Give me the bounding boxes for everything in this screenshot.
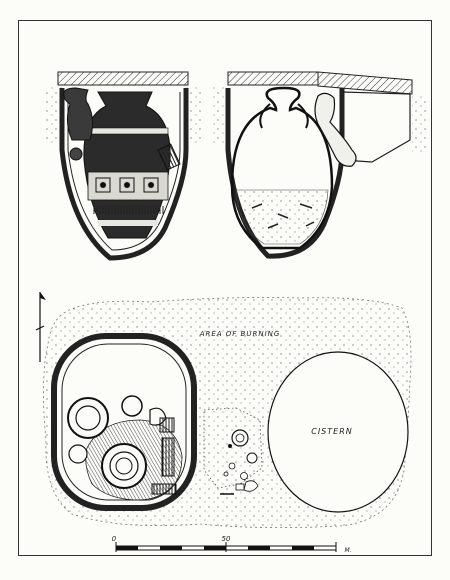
empty-amphora: [230, 86, 334, 250]
pit-wall-right: [225, 88, 345, 259]
north-arrow-icon: [35, 292, 46, 362]
grave-goods: [67, 395, 183, 501]
pit-wall-left: [59, 88, 189, 261]
soil-left-outer: [44, 85, 62, 145]
scale-unit-label: M.: [344, 547, 351, 554]
side-niche: [341, 91, 411, 163]
scale-mid-label: 50: [222, 535, 231, 543]
soil-right-far: [412, 94, 428, 154]
box-plan: [161, 437, 175, 477]
cap-slab-right-1: [227, 71, 319, 86]
small-jug: [63, 87, 94, 141]
cap-slab-right-2: [317, 71, 413, 95]
section-left-grave: [44, 71, 202, 261]
dotted-boundary: [203, 407, 263, 489]
scale-bar: 0 50 M.: [112, 535, 352, 554]
small-bowl: [68, 444, 88, 464]
ash-fill: [235, 189, 329, 245]
cup-large: [67, 397, 109, 439]
tilted-box: [157, 143, 181, 171]
scattered-finds: [220, 429, 259, 495]
cup-small: [121, 395, 143, 417]
plan-view: AREA OF BURNING CISTERN: [35, 292, 412, 528]
scale-start-label: 0: [112, 535, 117, 543]
niche-vessel: [314, 92, 357, 167]
small-vessel: [69, 147, 83, 161]
cistern: [267, 351, 409, 513]
decorated-amphora: [83, 91, 171, 239]
block-plan: [159, 417, 175, 433]
plate-centre: [101, 443, 147, 489]
grave-pit-plan-inner: [61, 343, 187, 501]
drawing-frame: [18, 20, 432, 556]
small-box-plan: [151, 483, 177, 495]
cistern-label: CISTERN: [311, 427, 353, 436]
section-right-grave: [212, 71, 428, 259]
cap-slab-left: [57, 71, 189, 86]
pit-wall-left-inner: [67, 92, 181, 251]
soil-right-outer: [212, 85, 228, 145]
area-of-burning-label: AREA OF BURNING: [199, 330, 281, 338]
